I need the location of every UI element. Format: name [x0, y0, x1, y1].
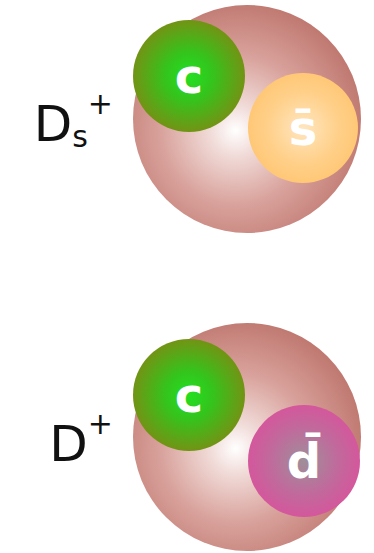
quark-symbol: c — [133, 20, 245, 132]
meson-name: Ds+ — [34, 89, 113, 152]
quark-symbol: s̄ — [248, 73, 358, 183]
charm-quark: c — [133, 20, 245, 132]
hadron-sphere: Ds+cs̄ — [133, 5, 361, 233]
charm-quark: c — [133, 339, 245, 451]
meson-name: D+ — [49, 409, 113, 469]
quark-symbol: d̄ — [248, 405, 360, 517]
quark-symbol: c — [133, 339, 245, 451]
antistrange-quark: s̄ — [248, 73, 358, 183]
antidown-quark: d̄ — [248, 405, 360, 517]
hadron-sphere: D+cd̄ — [133, 323, 361, 551]
